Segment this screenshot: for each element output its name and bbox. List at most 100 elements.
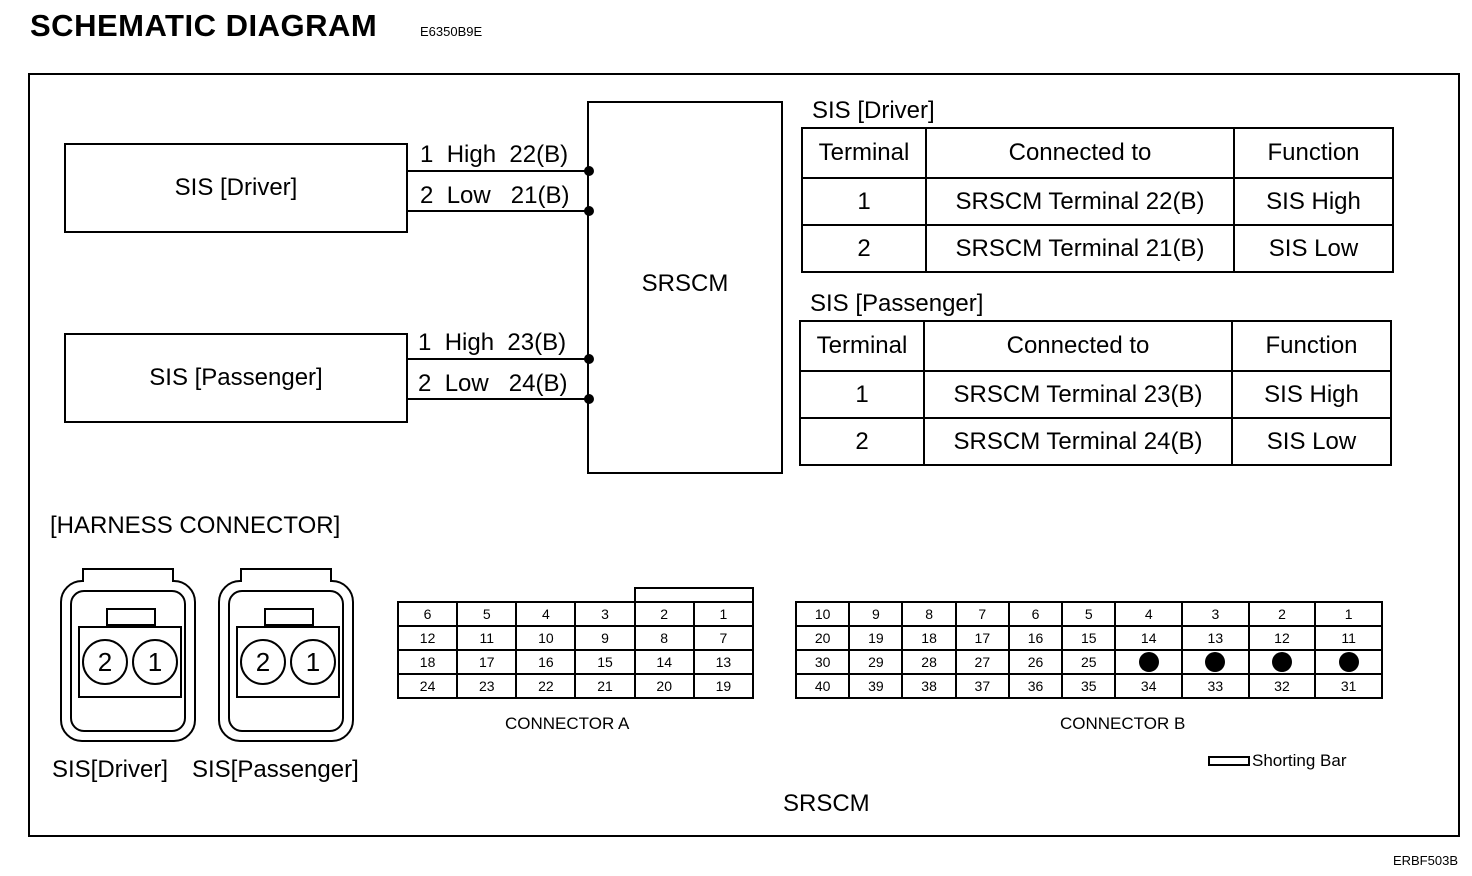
passenger-wire-1-label: 1 High 23(B) — [418, 329, 567, 356]
connector-pin: 13 — [1181, 625, 1250, 651]
wire-junction-dot — [584, 354, 594, 364]
shorted-pin — [1314, 649, 1383, 675]
passenger-low-wire — [408, 398, 590, 400]
connector-pin: 21 — [574, 673, 636, 699]
pin-2: 2 — [240, 639, 286, 685]
connector-pin: 5 — [456, 601, 518, 627]
connector-pin: 2 — [1247, 601, 1317, 627]
pin-block: 2 1 — [78, 626, 182, 698]
table-cell: SRSCM Terminal 23(B) — [923, 370, 1233, 419]
connector-pin: 4 — [1114, 601, 1184, 627]
srscm-module-label: SRSCM — [783, 790, 870, 817]
table-cell: 1 — [799, 370, 925, 419]
wire-junction-dot — [584, 206, 594, 216]
connector-key — [264, 608, 314, 626]
connector-pin: 8 — [901, 601, 957, 627]
shorting-dot — [1205, 652, 1226, 672]
connector-pin: 3 — [574, 601, 636, 627]
connector-pin: 39 — [848, 673, 904, 699]
connector-pin: 9 — [848, 601, 904, 627]
connector-pin: 37 — [954, 673, 1010, 699]
sis-driver-box: SIS [Driver] — [64, 143, 408, 233]
connector-pin: 18 — [901, 625, 957, 651]
srscm-label: SRSCM — [641, 269, 729, 297]
connector-latch — [240, 568, 332, 582]
connector-pin: 36 — [1007, 673, 1064, 699]
connector-pin: 4 — [515, 601, 577, 627]
connector-pin: 24 — [396, 673, 459, 699]
shorting-dot — [1271, 652, 1292, 672]
sis-driver-label: SIS [Driver] — [174, 174, 298, 201]
harness-heading: [HARNESS CONNECTOR] — [50, 512, 341, 539]
sis-passenger-connector-label: SIS[Passenger] — [192, 756, 359, 783]
shorting-dot — [1138, 652, 1159, 672]
connector-pin: 23 — [456, 673, 518, 699]
connector-pin: 10 — [515, 625, 577, 651]
connector-pin: 27 — [954, 649, 1010, 675]
connector-pin: 6 — [1007, 601, 1064, 627]
sis-passenger-label: SIS [Passenger] — [149, 364, 323, 391]
shorting-dot — [1338, 652, 1359, 672]
driver-terminal-table: Terminal Connected to Function 1 SRSCM T… — [801, 127, 1394, 273]
passenger-table-caption: SIS [Passenger] — [810, 290, 984, 317]
wire-junction-dot — [584, 166, 594, 176]
connector-b-label: CONNECTOR B — [1060, 714, 1186, 733]
passenger-wire-2-label: 2 Low 24(B) — [418, 370, 568, 397]
connector-a-tab — [634, 587, 754, 601]
connector-pin: 31 — [1314, 673, 1383, 699]
shorted-pin — [1181, 649, 1250, 675]
connector-latch — [82, 568, 174, 582]
driver-low-wire — [408, 210, 590, 212]
connector-pin: 12 — [1247, 625, 1317, 651]
diagram-frame — [28, 73, 1460, 837]
connector-pin: 20 — [794, 625, 851, 651]
connector-pin: 26 — [1007, 649, 1064, 675]
connector-pin: 2 — [633, 601, 695, 627]
connector-pin: 35 — [1061, 673, 1117, 699]
table-row: 1 SRSCM Terminal 22(B) SIS High — [801, 177, 1394, 226]
connector-pin: 29 — [848, 649, 904, 675]
connector-pin: 38 — [901, 673, 957, 699]
driver-table-caption: SIS [Driver] — [812, 97, 935, 124]
connector-pin: 34 — [1114, 673, 1184, 699]
table-cell: SIS Low — [1231, 417, 1392, 466]
sis-driver-connector: 2 1 — [60, 568, 196, 742]
connector-pin: 9 — [574, 625, 636, 651]
driver-wire-1-label: 1 High 22(B) — [420, 141, 569, 168]
connector-pin: 20 — [633, 673, 695, 699]
connector-pin: 15 — [574, 649, 636, 675]
table-row: 2 SRSCM Terminal 21(B) SIS Low — [801, 224, 1394, 273]
sis-passenger-connector: 2 1 — [218, 568, 354, 742]
figure-code: ERBF503B — [1392, 853, 1458, 868]
pin-block: 2 1 — [236, 626, 340, 698]
sis-driver-connector-label: SIS[Driver] — [52, 756, 169, 783]
connector-pin: 19 — [692, 673, 755, 699]
table-cell: SRSCM Terminal 21(B) — [925, 224, 1235, 273]
connector-pin: 7 — [692, 625, 755, 651]
diagram-code: E6350B9E — [420, 24, 483, 39]
connector-housing — [70, 590, 186, 732]
connector-housing — [228, 590, 344, 732]
table-header: Function — [1231, 320, 1392, 372]
connector-pin: 11 — [456, 625, 518, 651]
connector-pin: 12 — [396, 625, 459, 651]
pin-2: 2 — [82, 639, 128, 685]
table-cell: 2 — [799, 417, 925, 466]
driver-high-wire — [408, 170, 590, 172]
connector-pin: 15 — [1061, 625, 1117, 651]
table-header: Terminal — [799, 320, 925, 372]
connector-pin: 11 — [1314, 625, 1383, 651]
pin-1: 1 — [290, 639, 336, 685]
passenger-terminal-table: Terminal Connected to Function 1 SRSCM T… — [799, 320, 1392, 466]
connector-pin: 19 — [848, 625, 904, 651]
table-header: Function — [1233, 127, 1394, 179]
connector-pin: 25 — [1061, 649, 1117, 675]
table-cell: SIS High — [1233, 177, 1394, 226]
